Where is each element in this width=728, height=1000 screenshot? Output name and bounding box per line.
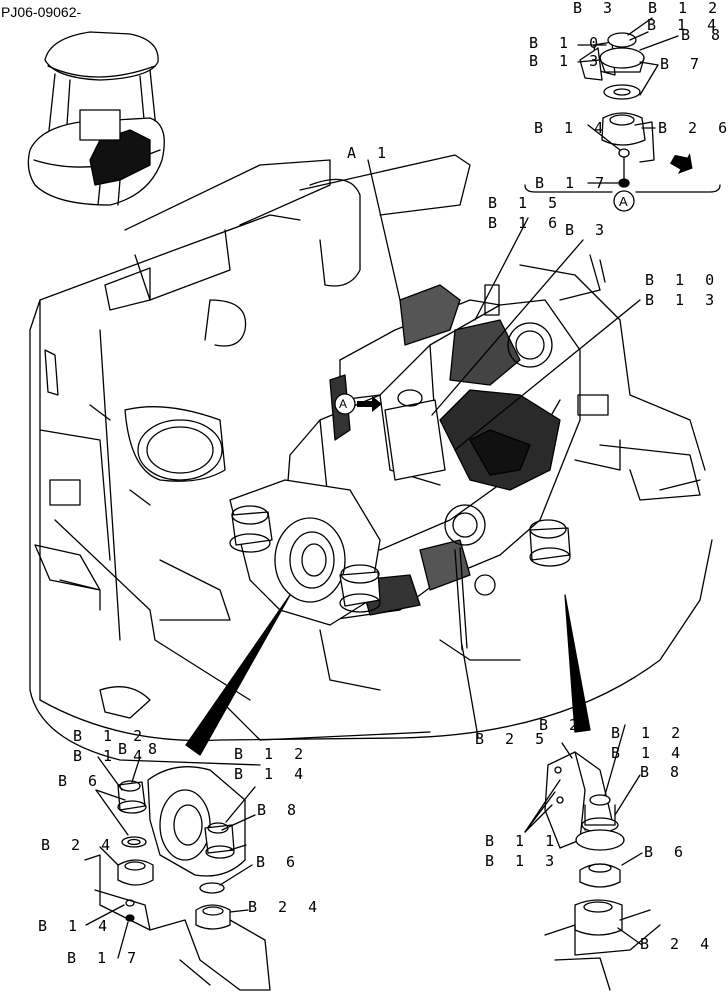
detail-left-mounts xyxy=(84,756,271,991)
machine-thumbnail xyxy=(27,31,165,206)
label-b3-main: B 3 xyxy=(565,221,611,239)
label-b8-left: B 8 xyxy=(118,740,164,758)
label-b14-mid: B 1 4 xyxy=(234,765,310,783)
label-b14-detail-top: B 1 4 xyxy=(647,16,723,34)
label-b13-right: B 1 3 xyxy=(485,852,561,870)
engine-mounts xyxy=(229,505,571,613)
label-b17-bottom: B 1 7 xyxy=(67,949,143,967)
label-b24-left: B 2 4 xyxy=(41,836,117,854)
label-b7-detail: B 7 xyxy=(660,55,706,73)
label-b13-detail: B 1 3 xyxy=(529,52,605,70)
label-b12-detail: B 1 2 xyxy=(648,0,724,17)
label-b8-detail: B 8 xyxy=(681,26,727,44)
label-b10-detail: B 1 0 xyxy=(529,34,605,52)
label-b15: B 1 5 xyxy=(488,194,564,212)
main-leaders xyxy=(367,159,641,738)
detail-a-mount xyxy=(524,17,721,212)
view-a-marker xyxy=(334,393,382,415)
engine-assembly xyxy=(229,284,609,651)
document-id: PJ06-09062- xyxy=(1,4,82,20)
label-b14-bottom: B 1 4 xyxy=(38,917,114,935)
label-b13-main: B 1 3 xyxy=(645,291,721,309)
view-marker-letter: A xyxy=(339,397,348,411)
label-b8-right: B 8 xyxy=(640,763,686,781)
label-b6-left: B 6 xyxy=(58,772,104,790)
label-b14-left: B 1 4 xyxy=(73,747,149,765)
label-a1: A 1 xyxy=(347,144,393,162)
label-b24-mid: B 2 4 xyxy=(248,898,324,916)
label-b14-detail: B 1 4 xyxy=(534,119,610,137)
label-b26-detail: B 2 6 xyxy=(658,119,728,137)
detail-right-mount xyxy=(524,724,661,991)
pointer-wedge-left xyxy=(185,594,291,756)
label-b25: B 2 5 xyxy=(475,730,551,748)
label-b11: B 1 1 xyxy=(485,832,561,850)
label-b12-left: B 1 2 xyxy=(73,727,149,745)
label-b10-main: B 1 0 xyxy=(645,271,721,289)
label-b6-right: B 6 xyxy=(644,843,690,861)
upper-frame xyxy=(29,154,713,766)
label-b16: B 1 6 xyxy=(488,214,564,232)
label-b12-right: B 1 2 xyxy=(611,724,687,742)
label-b24-right: B 2 4 xyxy=(640,935,716,953)
label-b3-detail: B 3 xyxy=(573,0,619,17)
label-b17-detail: B 1 7 xyxy=(535,174,611,192)
detail-label-letter: A xyxy=(619,194,628,209)
label-b6-mid: B 6 xyxy=(256,853,302,871)
pointer-wedge-right xyxy=(564,594,591,733)
label-b2: B 2 xyxy=(539,716,585,734)
label-b8-mid: B 8 xyxy=(257,801,303,819)
label-b14-right: B 1 4 xyxy=(611,744,687,762)
label-b12-mid: B 1 2 xyxy=(234,745,310,763)
